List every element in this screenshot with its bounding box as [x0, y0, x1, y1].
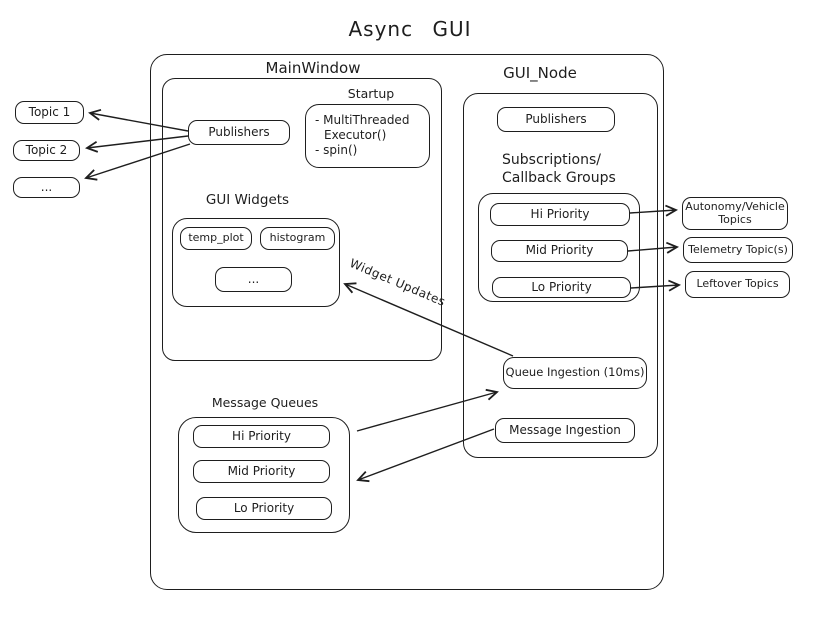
topic-more-box: ... — [13, 177, 80, 198]
topic-2-box: Topic 2 — [13, 140, 80, 161]
startup-label: Startup — [347, 86, 395, 101]
main-window-box — [162, 78, 442, 361]
queue-mid-priority-box: Mid Priority — [193, 460, 330, 483]
message-queues-group-box — [178, 417, 350, 533]
gui-node-box — [463, 93, 658, 458]
message-ingestion-box: Message Ingestion — [495, 418, 635, 443]
queue-lo-priority-box: Lo Priority — [196, 497, 332, 520]
callback-hi-priority-box: Hi Priority — [490, 203, 630, 226]
app-container-box — [150, 54, 664, 590]
widget-more-box: ... — [215, 267, 292, 292]
widget-histogram-box: histogram — [260, 227, 335, 250]
telemetry-topics-box: Telemetry Topic(s) — [683, 237, 793, 263]
startup-line-2: Executor() — [324, 128, 387, 142]
message-queues-label: Message Queues — [211, 395, 319, 410]
widget-temp-plot-box: temp_plot — [180, 227, 252, 250]
subscriptions-label-line2: Callback Groups — [502, 170, 616, 186]
gui-widgets-label: GUI Widgets — [205, 192, 290, 208]
diagram-title: Async GUI — [348, 17, 472, 41]
gui-node-publishers-box: Publishers — [497, 107, 615, 132]
startup-box — [305, 104, 430, 168]
callback-mid-priority-box: Mid Priority — [491, 240, 628, 262]
autonomy-vehicle-topics-box: Autonomy/Vehicle Topics — [682, 197, 788, 230]
leftover-topics-box: Leftover Topics — [685, 271, 790, 298]
subscriptions-label: Subscriptions/ Callback Groups — [502, 151, 616, 187]
callback-lo-priority-box: Lo Priority — [492, 277, 631, 298]
startup-line-1: - MultiThreaded — [315, 113, 410, 127]
main-window-label: MainWindow — [265, 59, 361, 77]
gui-node-label: GUI_Node — [503, 64, 577, 82]
queue-ingestion-box: Queue Ingestion (10ms) — [503, 357, 647, 389]
startup-line-3: - spin() — [315, 143, 358, 157]
queue-hi-priority-box: Hi Priority — [193, 425, 330, 448]
gui-widgets-group-box — [172, 218, 340, 307]
subscriptions-label-line1: Subscriptions/ — [502, 152, 601, 168]
main-window-publishers-box: Publishers — [188, 120, 290, 145]
topic-1-box: Topic 1 — [15, 101, 84, 124]
startup-content: - MultiThreaded Executor() - spin() — [315, 113, 427, 158]
